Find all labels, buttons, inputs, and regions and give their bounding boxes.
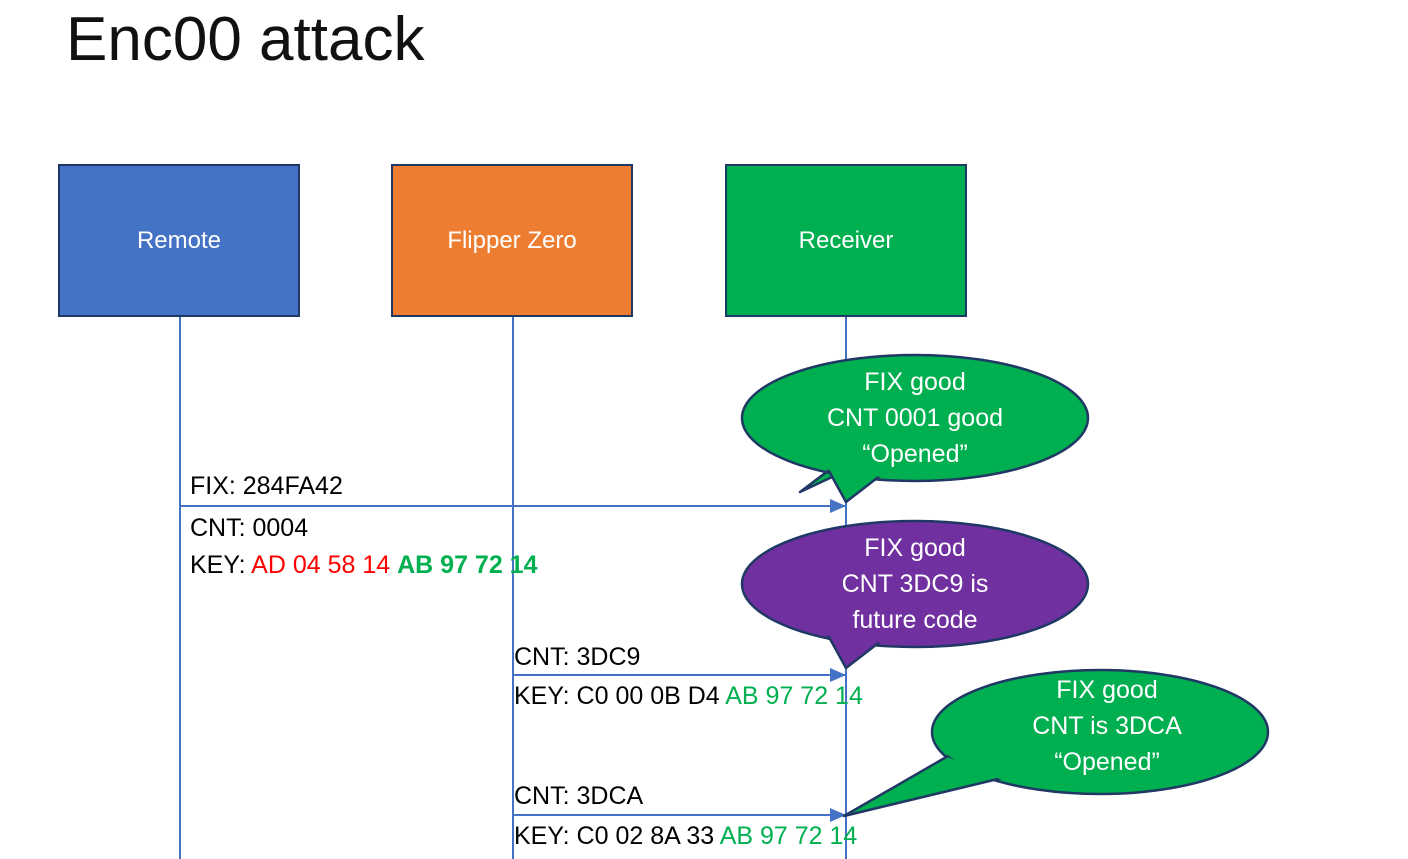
- speech-bubble-receiver-future-code: FIX good CNT 3DC9 is future code: [740, 518, 1090, 670]
- lifeline-remote: [179, 317, 181, 859]
- lane-label-remote: Remote: [136, 226, 222, 254]
- lane-label-receiver: Receiver: [798, 226, 894, 254]
- key-rolling-bytes: AD 04 58 14: [251, 551, 391, 579]
- key-prefix: KEY: C0 02 8A 33: [514, 822, 720, 850]
- speech-bubble-receiver-accept-0001: FIX good CNT 0001 good “Opened”: [740, 352, 1090, 504]
- lane-box-flipper[interactable]: Flipper Zero: [391, 164, 633, 317]
- lane-box-remote[interactable]: Remote: [58, 164, 300, 317]
- speech-bubble-receiver-accept-3dca: FIX good CNT is 3DCA “Opened”: [842, 660, 1270, 818]
- message-arrow-flipper-next-code: [513, 808, 846, 822]
- message-arrow-flipper-future-code: [513, 668, 846, 682]
- message-cnt-flipper-future: CNT: 3DC9: [514, 643, 641, 671]
- key-fixed-bytes: AB 97 72 14: [719, 822, 858, 850]
- message-cnt-remote: CNT: 0004: [190, 514, 309, 542]
- key-prefix: KEY: C0 00 0B D4: [514, 682, 726, 710]
- page-title: Enc00 attack: [66, 5, 425, 74]
- lifeline-flipper: [512, 317, 514, 859]
- message-key-remote: KEY: AD 04 58 14 AB 97 72 14: [190, 548, 538, 582]
- message-key-flipper-next: KEY: C0 02 8A 33 AB 97 72 14: [514, 819, 857, 853]
- lane-box-receiver[interactable]: Receiver: [725, 164, 967, 317]
- message-key-flipper-future: KEY: C0 00 0B D4 AB 97 72 14: [514, 679, 863, 713]
- key-fixed-bytes: AB 97 72 14: [725, 682, 863, 710]
- message-fix-remote: FIX: 284FA42: [190, 472, 343, 500]
- message-arrow-remote-to-receiver: [180, 499, 846, 513]
- message-cnt-flipper-next: CNT: 3DCA: [514, 782, 644, 810]
- key-prefix: KEY:: [190, 551, 252, 579]
- key-fixed-bytes: AB 97 72 14: [397, 551, 538, 579]
- lane-label-flipper: Flipper Zero: [447, 226, 577, 254]
